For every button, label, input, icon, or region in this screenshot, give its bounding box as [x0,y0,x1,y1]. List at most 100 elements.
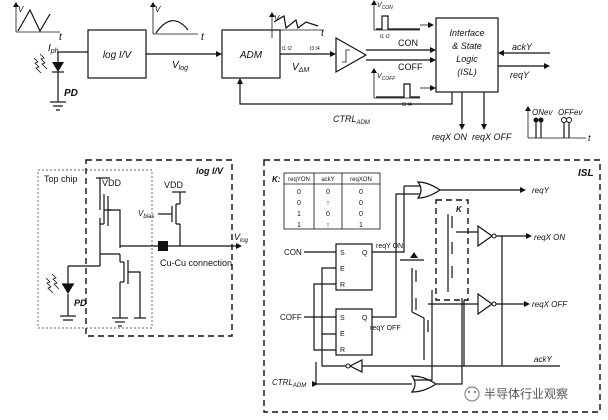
log-waveform: t V [150,2,205,43]
input-waveform: t V [13,2,63,43]
iph-label: Iph [48,43,59,55]
k-cell: 0 [359,200,363,207]
time-label-2: t [201,32,205,43]
latch-on-e: E [340,266,345,273]
k-transistors [447,214,478,292]
t1t2-label-a: t1 t2 [282,46,292,52]
latch-on [335,243,373,291]
k-truth-table: reqYON ackY reqXON 0 0 0 0 ↑ 0 1 0 0 1 ↑… [283,172,381,230]
cucu-pad [158,241,168,251]
reqx-on-top-label: reqX ON [432,132,468,142]
pixel-circuit: Top chip log I/V VDD VDD Vbias Vlog Cu-C… [37,159,249,337]
watermark-text: 半导体行业观察 [484,387,568,401]
vlog-label: Vlog [172,60,188,72]
inverter-reqx-off [477,292,494,316]
latch-off-q: Q [362,315,368,322]
k-col-reqxon: reqXON [350,177,372,183]
k-cell: 1 [297,211,301,218]
k-box-label: K [456,205,463,214]
offev-label: OFFev [558,108,583,117]
isl-line4: (ISL) [457,67,477,77]
latch-off-e: E [340,331,345,338]
t3t4-label-a: t3 t4 [310,46,320,52]
t1t2-label-b: t1 t2 [380,34,390,40]
comparator [335,36,368,74]
time-label-4: t [588,133,591,143]
k-cell: 0 [326,211,330,218]
time-label-3: t [321,28,325,39]
out-reqy-label: reqY [532,186,550,195]
isl-ctrl-label: CTRLADM [272,378,306,389]
k-table-label: K: [272,175,281,184]
k-col-acky: ackY [321,177,334,183]
coff-label: COFF [398,62,423,72]
onev-label: ONev [532,108,553,117]
adm-label: ADM [239,50,263,61]
vcoff-label: VCOFF [377,73,396,82]
isl-con-label: CON [284,248,302,257]
isl-title: ISL [578,168,594,179]
k-cell: 0 [326,189,330,196]
k-cell: ↑ [326,200,330,207]
isl-block [435,17,499,93]
vcon-label: VCON [377,2,393,11]
k-col-reqyon: reqYON [288,177,310,183]
k-cell: 0 [359,189,363,196]
inverter-reqx-on [477,224,494,248]
top-block-diagram: t V Iph PD log I/V t V [13,0,591,143]
isl-line3: Logic [456,54,478,64]
k-cell: 1 [359,222,363,229]
cucu-label: Cu-Cu connection [160,258,232,268]
isl-line2: & State [452,41,482,51]
isl-acky-label: ackY [534,355,552,364]
latch-off-s: S [340,315,345,322]
photodiode-front: Iph PD [33,43,88,111]
latch-on-q: Q [362,250,368,257]
top-chip-box [37,169,153,329]
vcon-waveform: VCON t1 t2 [371,0,434,40]
latch-off-r: R [340,347,345,354]
ctrl-adm-label: CTRLADM [333,114,370,126]
v-label-1: V [18,5,24,14]
vlog-pixel-label: Vlog [234,232,249,244]
vdm-label: VΔM [292,62,309,74]
out-reqx-off-label: reqX OFF [532,300,568,309]
inverter-acky [348,359,363,373]
top-chip-label: Top chip [44,174,78,184]
reqy-off-label: reqY OFF [370,325,401,332]
out-reqx-on-label: reqX ON [534,233,565,242]
latch-on-s: S [340,250,345,257]
v-label-3: V [274,14,280,23]
isl-circuit: ISL K: reqYON ackY reqXON 0 0 0 0 ↑ 0 1 … [263,159,601,413]
time-label-1: t [59,32,63,43]
watermark-logo-icon [464,386,480,402]
event-diagram: ONev OFFev t [525,106,591,143]
log-iv-pixel-label: log I/V [196,166,224,176]
vdd-right-label: VDD [164,180,184,190]
vbias-label: Vbias [138,209,154,220]
log-iv-label: log I/V [103,50,133,61]
pd-label: PD [64,88,78,99]
vcoff-waveform: VCOFF t3 t4 [371,68,436,108]
or-gate-reqy [416,181,442,199]
reqx-off-top-label: reqX OFF [472,132,512,142]
latch-off [335,308,373,356]
vdd-left-label: VDD [102,178,122,188]
latch-on-r: R [340,282,345,289]
k-dashed-box [435,199,469,301]
reqy-top-label: reqY [510,70,530,80]
pd-pixel-label: PD [74,298,87,308]
isl-dashed-box [263,159,601,413]
v-label-2: V [155,5,161,14]
isl-coff-label: COFF [280,313,302,322]
watermark: 半导体行业观察 [464,386,568,402]
lower-transistors [400,252,478,360]
t3t4-label-b: t3 t4 [402,102,412,108]
isl-line1: Interface [449,28,484,38]
con-label: CON [398,38,418,48]
vdm-waveform: t V t1 t2 t3 t4 [269,12,325,52]
k-cell: 0 [359,211,363,218]
k-cell: 1 [297,222,301,229]
k-cell: 0 [297,200,301,207]
log-iv-dashed-box [85,159,233,337]
